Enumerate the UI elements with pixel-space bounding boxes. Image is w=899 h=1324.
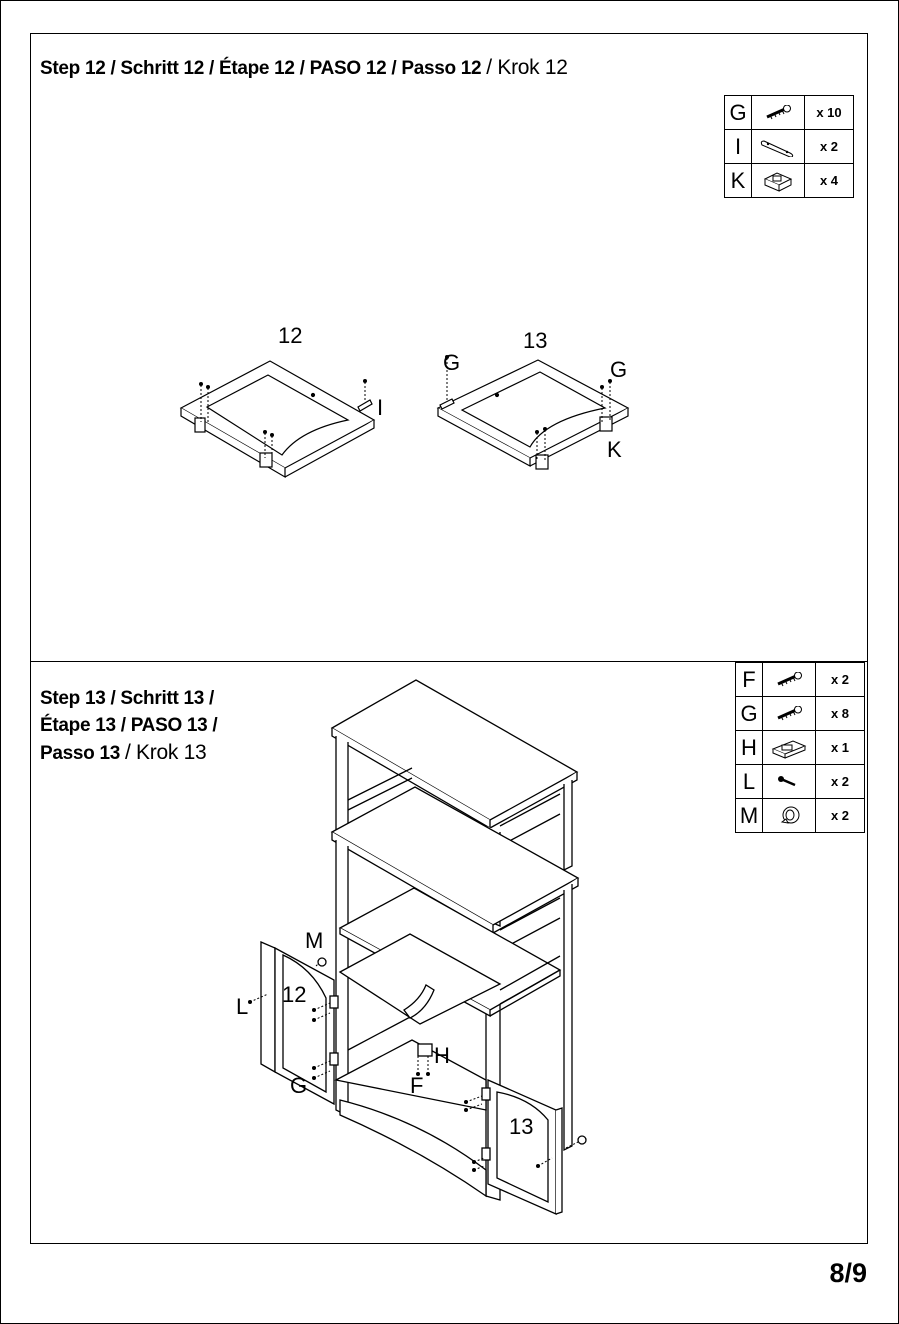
label-part-h: H (434, 1043, 450, 1069)
label-part-l: L (236, 994, 248, 1020)
page-number: 8/9 (829, 1258, 867, 1289)
label-door-12: 12 (282, 982, 306, 1008)
label-part-g: G (290, 1073, 307, 1099)
label-door-13: 13 (509, 1114, 533, 1140)
label-part-m: M (305, 928, 323, 954)
label-part-f: F (410, 1073, 423, 1099)
